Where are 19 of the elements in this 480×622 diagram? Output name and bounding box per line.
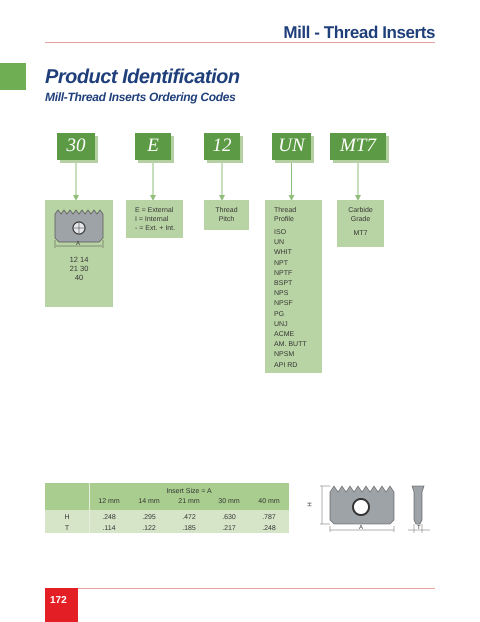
arrow bbox=[219, 162, 225, 201]
code-box: 30 bbox=[57, 133, 95, 160]
arrow bbox=[288, 162, 294, 201]
arrow bbox=[355, 162, 361, 201]
code-box: UN bbox=[272, 133, 311, 160]
code-box: 12 bbox=[204, 133, 240, 160]
subtitle: Mill-Thread Inserts Ordering Codes bbox=[45, 89, 236, 106]
code-box: MT7 bbox=[330, 133, 386, 160]
description-box bbox=[45, 200, 113, 307]
description-box bbox=[126, 200, 183, 238]
description-box bbox=[204, 200, 249, 230]
page-heading: Mill - Thread Inserts bbox=[283, 22, 435, 44]
title: Product Identification bbox=[45, 65, 240, 90]
description-box bbox=[337, 200, 384, 247]
description-box bbox=[265, 200, 322, 373]
arrow bbox=[150, 162, 156, 201]
page-number: 172 bbox=[45, 588, 78, 622]
arrow bbox=[73, 162, 79, 201]
code-box: E bbox=[135, 133, 171, 160]
